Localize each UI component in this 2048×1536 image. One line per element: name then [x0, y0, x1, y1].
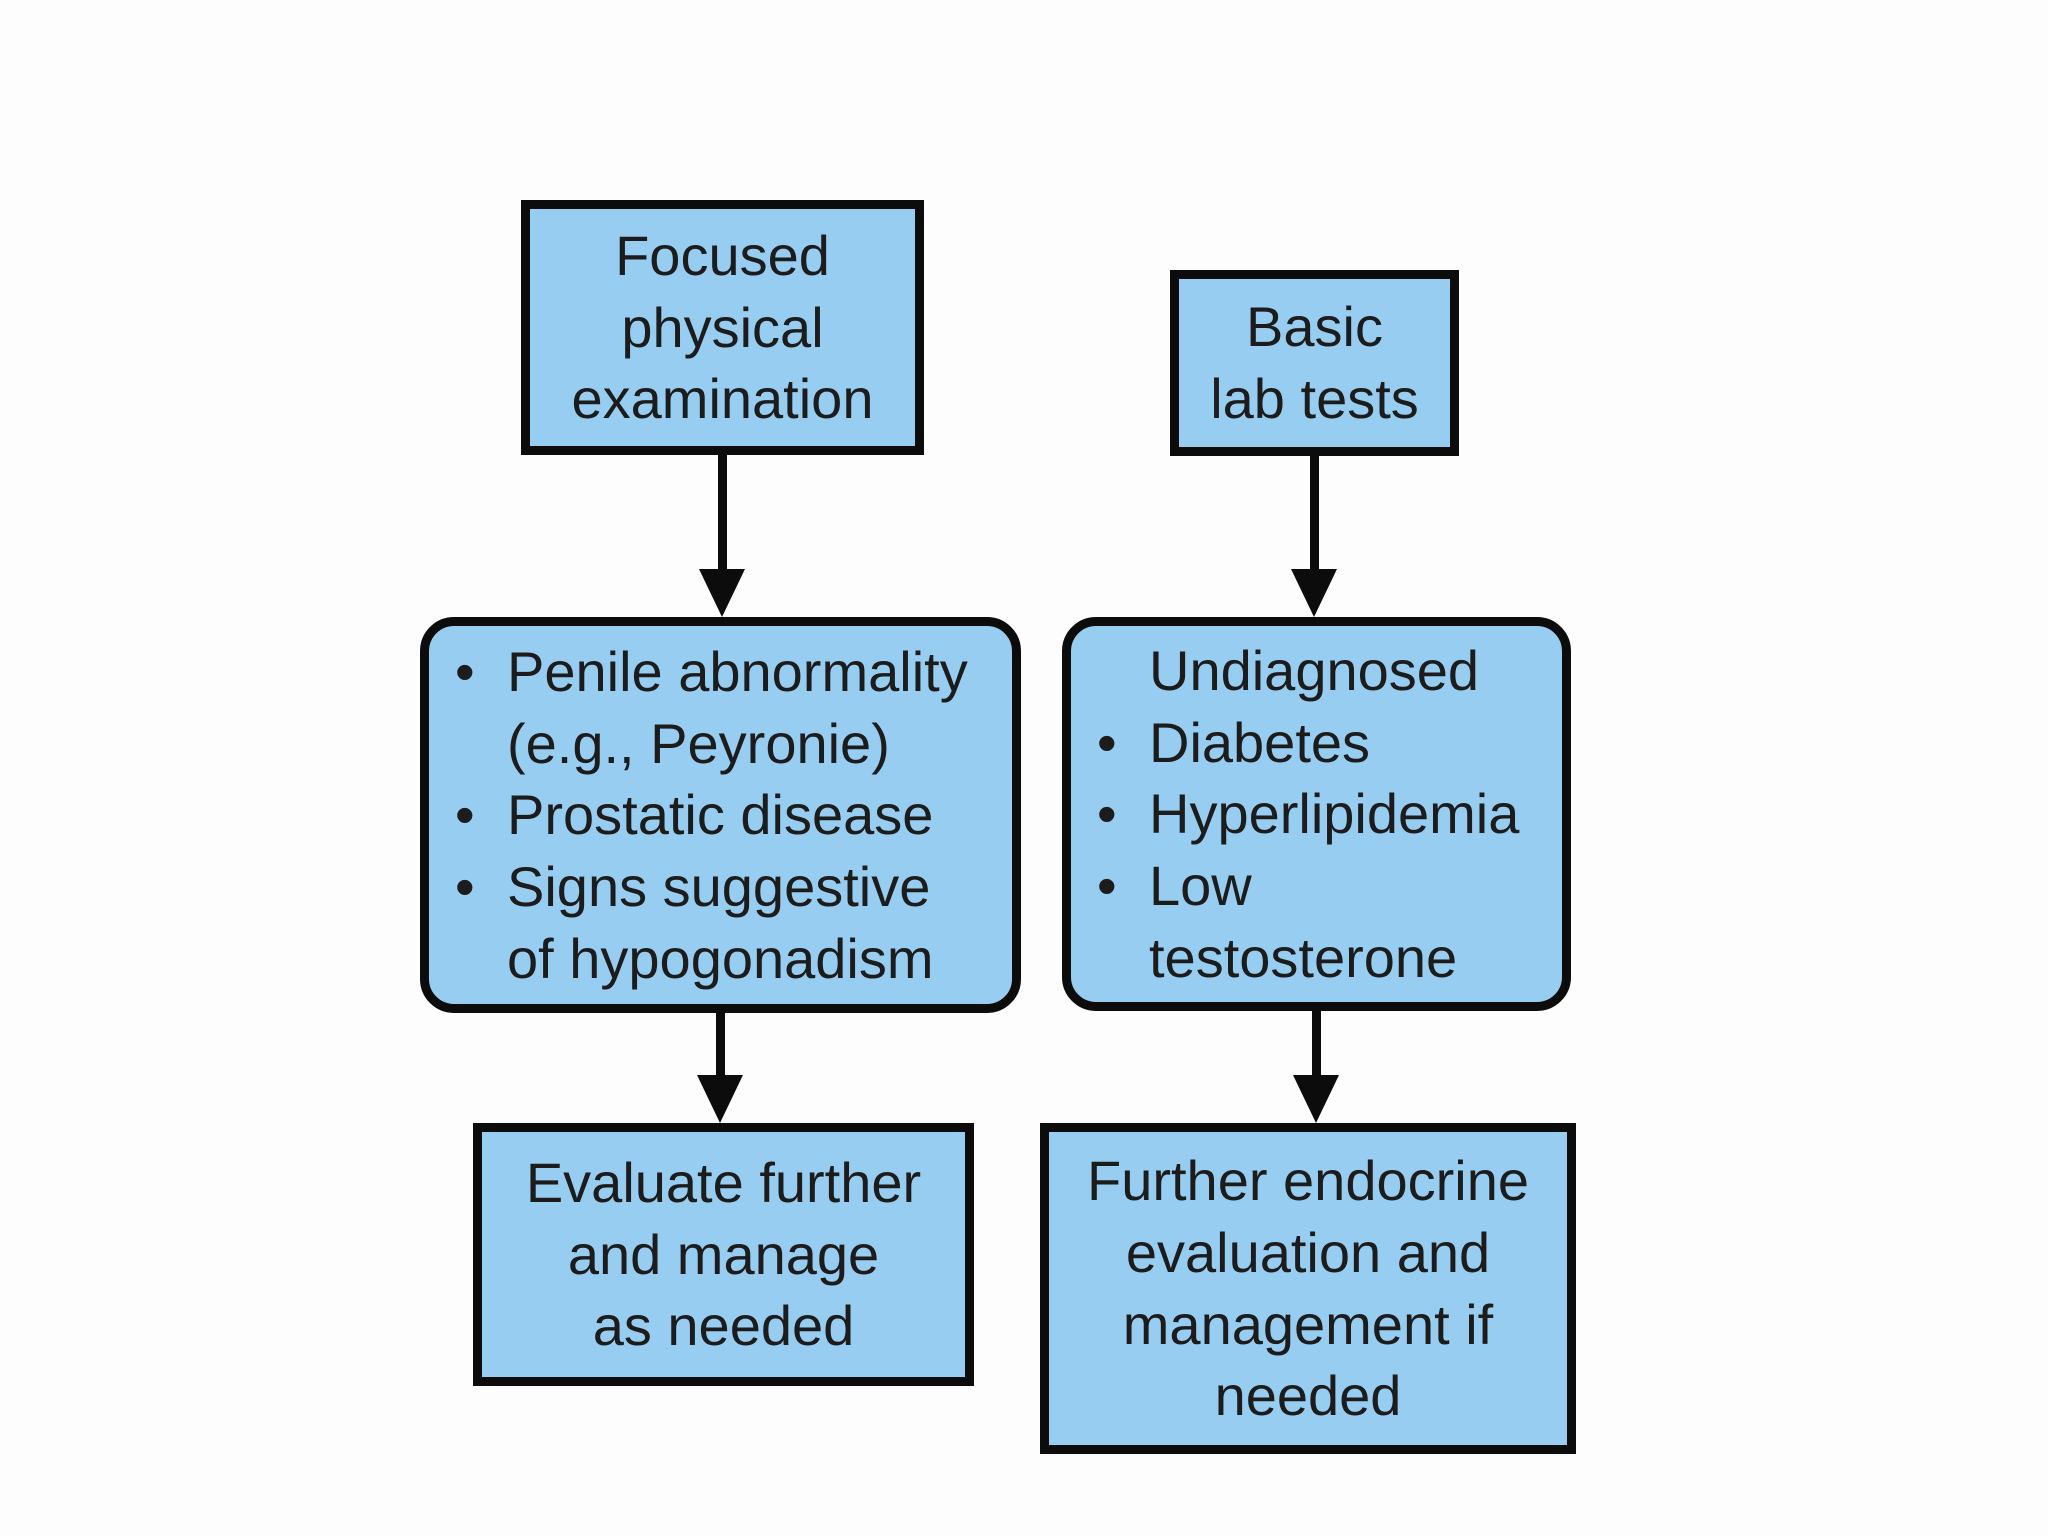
arrow-head: [699, 569, 745, 617]
list-header: Undiagnosed: [1097, 635, 1550, 707]
list-item: • Penile abnormality (e.g., Peyronie): [455, 636, 1000, 779]
box-evaluate-and-manage: Evaluate further and manage as needed: [473, 1123, 974, 1386]
box-endocrine-evaluation: Further endocrine evaluation and managem…: [1040, 1123, 1576, 1454]
box-text-line: Evaluate further: [525, 1150, 922, 1214]
box-text-line: Low: [1149, 853, 1252, 917]
box-text-line: Undiagnosed: [1149, 638, 1480, 702]
arrow-head: [1293, 1075, 1339, 1123]
list-item: • Prostatic disease: [455, 779, 1000, 851]
box-text-line: of hypogonadism: [507, 926, 934, 990]
box-text-line: Diabetes: [1149, 710, 1371, 774]
list-item: • Diabetes: [1097, 707, 1550, 779]
box-physical-exam-findings: • Penile abnormality (e.g., Peyronie) • …: [420, 617, 1021, 1013]
box-text-line: physical: [621, 295, 824, 359]
box-text-line: testosterone: [1149, 925, 1458, 989]
box-text-line: lab tests: [1210, 367, 1419, 430]
arrow-down-icon: [1293, 1011, 1339, 1123]
box-text-line: Prostatic disease: [507, 783, 934, 847]
list-item: • Hyperlipidemia: [1097, 778, 1550, 850]
arrow-head: [1291, 569, 1337, 617]
arrow-shaft: [715, 1013, 725, 1075]
box-text-line: needed: [1214, 1364, 1402, 1428]
box-basic-lab-tests: Basic lab tests: [1170, 270, 1459, 456]
bullet-icon: •: [455, 639, 475, 703]
arrow-shaft: [1309, 456, 1319, 569]
bullet-icon: •: [1097, 853, 1117, 917]
arrow-shaft: [1311, 1011, 1321, 1075]
arrow-shaft: [717, 455, 727, 569]
box-text-line: Focused: [615, 223, 830, 287]
box-text-line: (e.g., Peyronie): [507, 711, 890, 775]
bullet-icon: •: [455, 854, 475, 918]
box-text-line: as needed: [592, 1294, 855, 1358]
bullet-icon: •: [455, 783, 475, 847]
bullet-icon: •: [1097, 782, 1117, 846]
list-item: • Low testosterone: [1097, 850, 1550, 993]
bullet-icon: •: [1097, 710, 1117, 774]
box-text-line: Hyperlipidemia: [1149, 782, 1520, 846]
box-text-line: management if: [1122, 1292, 1494, 1356]
arrow-down-icon: [697, 1013, 743, 1123]
box-focused-physical-examination: Focused physical examination: [521, 200, 924, 455]
arrow-head: [697, 1075, 743, 1123]
arrow-down-icon: [699, 455, 745, 617]
list-item: • Signs suggestive of hypogonadism: [455, 851, 1000, 994]
box-text-line: evaluation and: [1125, 1220, 1491, 1284]
box-text-line: Basic: [1246, 295, 1383, 359]
box-text-line: and manage: [567, 1222, 880, 1286]
box-text-line: Penile abnormality: [507, 639, 968, 703]
box-text-line: Further endocrine: [1086, 1149, 1529, 1213]
box-lab-findings: Undiagnosed • Diabetes • Hyperlipidemia …: [1062, 617, 1571, 1011]
box-text-line: Signs suggestive: [507, 854, 931, 918]
box-text-line: examination: [571, 367, 874, 431]
arrow-down-icon: [1291, 456, 1337, 617]
